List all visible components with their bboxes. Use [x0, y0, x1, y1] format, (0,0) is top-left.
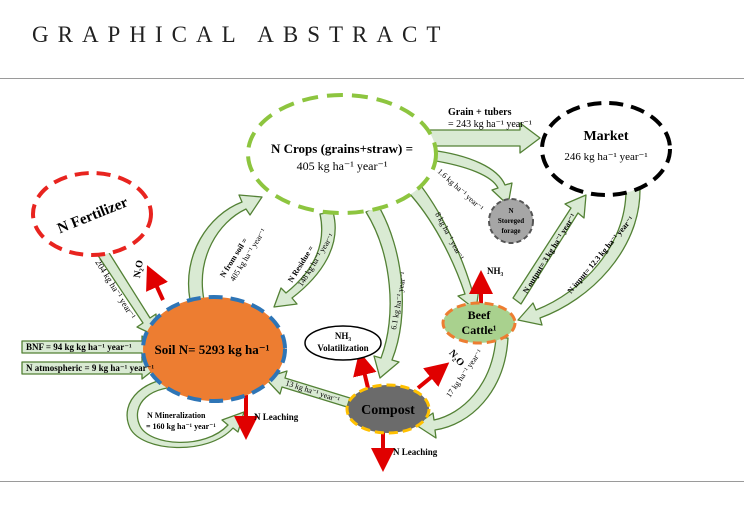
volatilization-line1: NH₃ — [335, 331, 352, 341]
compost-to-soil-label: 13 kg ha⁻¹ year⁻¹ — [284, 378, 341, 404]
volatilization-node — [304, 325, 382, 361]
bnf-label: BNF = 94 kg kg ha⁻¹ year⁻¹ — [26, 342, 132, 352]
arrow-cattle-to-market — [512, 194, 587, 305]
fertilizer-node — [31, 171, 153, 257]
mineralization-line1: N Mineralization — [147, 411, 206, 420]
soil-label: Soil N= 5293 kg ha⁻¹ — [155, 342, 270, 357]
stored-forage-line2: Storeged — [498, 217, 524, 225]
market-value: 246 kg ha⁻¹ year⁻¹ — [564, 151, 647, 163]
atmospheric-label: N atmospheric = 9 kg ha⁻¹ year⁻¹ — [26, 363, 154, 373]
grain-value: = 243 kg ha⁻¹ year⁻¹ — [448, 119, 532, 130]
stored-forage-node — [488, 198, 534, 244]
compost-label: Compost — [361, 403, 415, 418]
leaching-soil-label: N Leaching — [254, 412, 299, 422]
page-title: GRAPHICAL ABSTRACT — [32, 22, 450, 47]
arrow-crops-to-compost — [365, 204, 403, 379]
n-input-label: N input= 12.3 kg ha⁻¹ year⁻¹ — [566, 214, 636, 295]
market-node — [540, 101, 672, 197]
arrow-n2o-soil — [146, 265, 168, 301]
bottom-divider — [0, 481, 744, 482]
market-label: Market — [583, 129, 628, 144]
nh3-cattle-label: NH₃ — [487, 266, 504, 276]
leaching-compost-label: N Leaching — [393, 447, 438, 457]
arrow-fertilizer-to-soil — [96, 247, 157, 337]
stored-forage-line3: forage — [501, 227, 520, 235]
arrow-residue-to-soil — [273, 211, 336, 308]
storage-flow-label: 1.6 kg ha⁻¹ year⁻¹ — [436, 167, 486, 213]
arrow-market-to-cattle — [517, 189, 641, 326]
top-divider — [0, 78, 744, 79]
crops-label-line1: N Crops (grains+straw) = — [271, 141, 413, 156]
mineralization-line2: = 160 kg ha⁻¹ year⁻¹ — [146, 422, 216, 431]
crops-node — [246, 93, 438, 215]
arrow-atmospheric-to-soil — [21, 356, 157, 380]
arrow-soil-to-crops — [188, 194, 263, 301]
soil-node — [141, 295, 287, 403]
compost-node — [345, 383, 431, 435]
arrow-nh3-compost — [353, 351, 377, 389]
stored-forage-line1: N — [508, 207, 513, 215]
crops-label-line2: 405 kg ha⁻¹ year⁻¹ — [297, 159, 388, 173]
beef-cattle-node — [441, 301, 517, 345]
arrow-n2o-compost — [416, 362, 450, 390]
beef-cattle-line2: Cattle¹ — [462, 323, 497, 337]
volatilization-line2: Volatilization — [317, 343, 368, 353]
beef-cattle-line1: Beef — [468, 308, 492, 322]
grain-title: Grain + tubers — [448, 107, 512, 118]
arrow-crops-to-market — [429, 122, 541, 154]
n2o-soil-label: N₂O — [132, 259, 146, 279]
arrow-compost-to-soil — [264, 370, 351, 408]
arrow-cattle-to-compost — [415, 337, 509, 439]
